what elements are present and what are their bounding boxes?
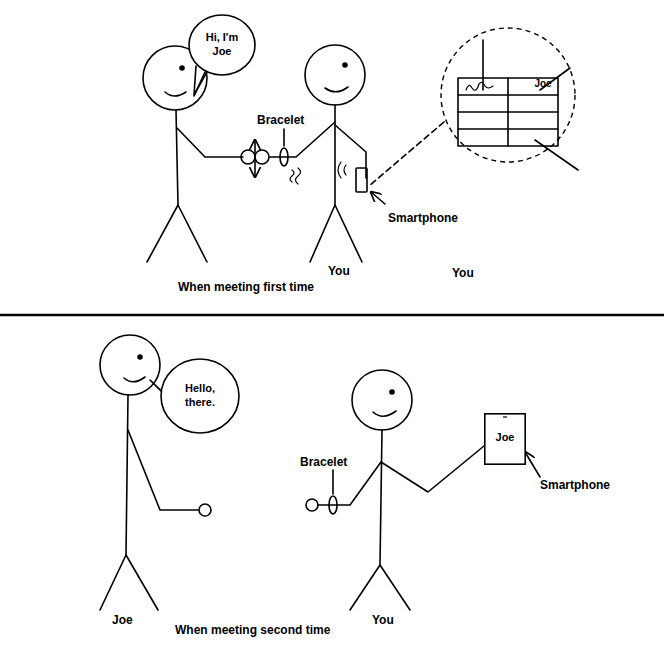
smartphone-screen: Joe <box>484 413 526 465</box>
part-label: Smartphone <box>388 211 458 225</box>
zoom-outline <box>441 28 575 162</box>
speech-bubble: Hello, there. <box>160 358 240 434</box>
figure-label: You <box>452 266 474 280</box>
node-text: Hello, there. <box>170 382 230 410</box>
stick-figure-joe-top <box>143 46 243 262</box>
phone-speaker <box>503 416 507 417</box>
bubble-outline <box>161 359 239 433</box>
panel-caption: When meeting second time <box>175 623 330 637</box>
zoom-circle-outline <box>440 27 576 163</box>
figure-label: You <box>372 613 394 627</box>
part-label: Smartphone <box>540 478 610 492</box>
bubble-outline <box>189 15 255 75</box>
zoom-circle: Joe <box>440 27 576 163</box>
node-text: Joe <box>484 431 526 445</box>
speech-bubble: Hi, I'm Joe <box>188 14 256 76</box>
stick-figure-you-bottom <box>306 370 540 610</box>
panel-caption: When meeting first time <box>178 280 314 294</box>
node-text: Joe <box>510 78 576 91</box>
node-text: Hi, I'm Joe <box>198 31 246 59</box>
stick-figure-you-top <box>270 45 385 262</box>
figure-label: You <box>328 264 350 278</box>
panel-divider <box>0 314 664 317</box>
part-label: Bracelet <box>300 455 347 469</box>
zoom-detail <box>369 40 578 186</box>
part-label: Bracelet <box>257 113 304 127</box>
phone-outline <box>485 414 525 464</box>
figure-label: Joe <box>112 613 133 627</box>
